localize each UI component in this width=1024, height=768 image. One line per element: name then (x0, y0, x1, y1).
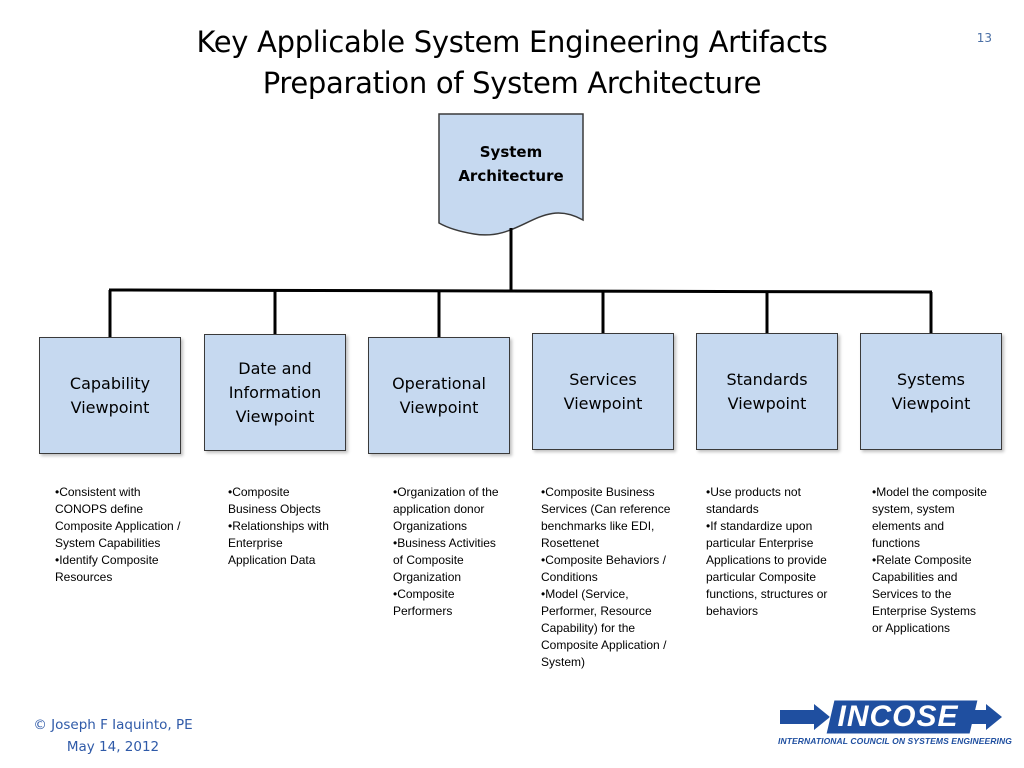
note-item: Composite Behaviors / Conditions (541, 552, 673, 586)
note-item: Composite Business Services (Can referen… (541, 484, 673, 552)
systems-notes: Model the composite system, system eleme… (872, 484, 990, 637)
incose-logo-graphic (780, 700, 1002, 735)
note-item: Consistent with CONOPS define Composite … (55, 484, 183, 552)
page-number: 13 (976, 31, 992, 45)
incose-logo: INCOSE INTERNATIONAL COUNCIL ON SYSTEMS … (778, 700, 1012, 752)
information-viewpoint-label: Date and Information Viewpoint (228, 358, 322, 426)
operational-viewpoint-label: Operational Viewpoint (392, 373, 486, 417)
standards-notes: Use products not standards If standardiz… (706, 484, 836, 620)
note-item: Composite Business Objects (228, 484, 336, 518)
note-item: If standardize upon particular Enterpris… (706, 518, 836, 620)
services-viewpoint-label: Services Viewpoint (563, 369, 643, 413)
slide-title-line-2: Preparation of System Architecture (262, 66, 762, 100)
operational-notes: Organization of the application donor Or… (393, 484, 499, 620)
information-viewpoint-box: Date and Information Viewpoint (204, 334, 346, 451)
note-item: Relationships with Enterprise Applicatio… (228, 518, 336, 569)
note-item: Model (Service, Performer, Resource Capa… (541, 586, 673, 671)
note-item: Composite Performers (393, 586, 499, 620)
system-architecture-label: System Architecture (458, 143, 564, 185)
note-item: Organization of the application donor Or… (393, 484, 499, 535)
note-item: Use products not standards (706, 484, 836, 518)
standards-viewpoint-box: Standards Viewpoint (696, 333, 838, 450)
bus-line (108, 288, 933, 294)
note-item: Relate Composite Capabilities and Servic… (872, 552, 990, 637)
slide-title-line-1: Key Applicable System Engineering Artifa… (196, 25, 828, 59)
date-text: May 14, 2012 (66, 739, 160, 755)
services-viewpoint-box: Services Viewpoint (532, 333, 674, 450)
systems-viewpoint-label: Systems Viewpoint (891, 369, 971, 413)
note-item: Model the composite system, system eleme… (872, 484, 990, 552)
capability-viewpoint-box: Capability Viewpoint (39, 337, 181, 454)
systems-viewpoint-box: Systems Viewpoint (860, 333, 1002, 450)
capability-viewpoint-label: Capability Viewpoint (69, 373, 151, 417)
note-item: Identify Composite Resources (55, 552, 183, 586)
standards-viewpoint-label: Standards Viewpoint (726, 369, 808, 413)
operational-viewpoint-box: Operational Viewpoint (368, 337, 510, 454)
system-architecture-shape (438, 113, 584, 236)
incose-logo-text: INCOSE (837, 700, 959, 733)
services-notes: Composite Business Services (Can referen… (541, 484, 673, 671)
note-item: Business Activities of Composite Organiz… (393, 535, 499, 586)
footer: © Joseph F Iaquinto, PE May 14, 2012 (18, 714, 208, 758)
copyright-text: © Joseph F Iaquinto, PE (33, 717, 193, 733)
capability-notes: Consistent with CONOPS define Composite … (55, 484, 183, 586)
information-notes: Composite Business Objects Relationships… (228, 484, 336, 569)
incose-logo-tagline: INTERNATIONAL COUNCIL ON SYSTEMS ENGINEE… (778, 736, 1012, 746)
